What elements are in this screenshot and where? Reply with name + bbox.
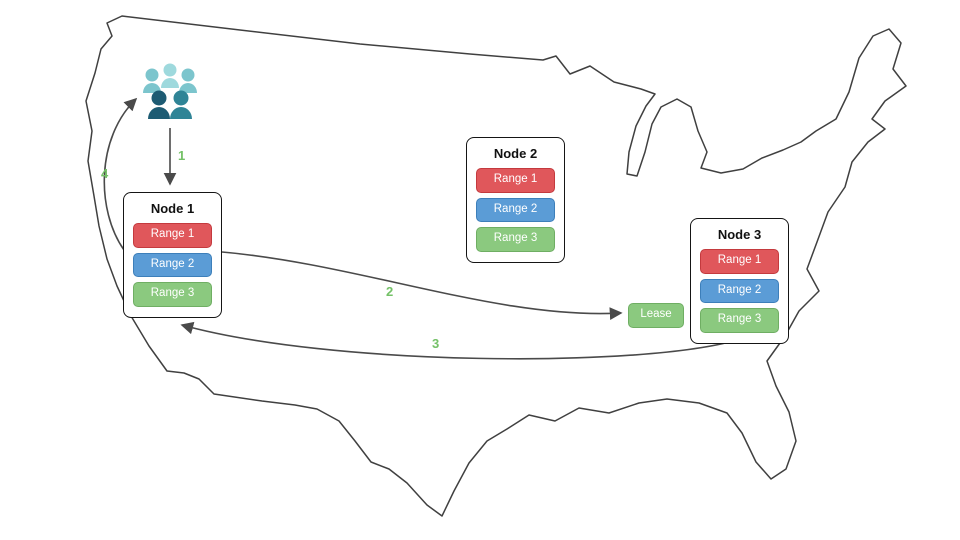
arrow-step-2 [221, 251, 623, 321]
node-title: Node 2 [493, 146, 538, 161]
users-group-icon [143, 63, 197, 119]
step-label-1: 1 [178, 148, 186, 163]
node-card-2: Node 2 Range 1 Range 2 Range 3 [466, 137, 565, 263]
arrow-step-3 [180, 321, 738, 360]
range-1-badge: Range 1 [133, 223, 212, 248]
range-3-badge: Range 3 [700, 308, 779, 333]
range-1-badge: Range 1 [476, 168, 555, 193]
step-label-3: 3 [432, 336, 440, 351]
range-2-badge: Range 2 [476, 197, 555, 222]
range-3-badge: Range 3 [476, 227, 555, 252]
range-2-badge: Range 2 [700, 278, 779, 303]
range-3-badge: Range 3 [133, 282, 212, 307]
node-title: Node 1 [150, 201, 195, 216]
range-1-badge: Range 1 [700, 249, 779, 274]
range-2-badge: Range 2 [133, 252, 212, 277]
arrow-step-4 [103, 97, 138, 251]
node-card-3: Node 3 Range 1 Range 2 Range 3 [690, 218, 789, 344]
lease-badge: Lease [628, 303, 684, 328]
step-label-4: 4 [101, 166, 109, 181]
us-map-outline [85, 15, 907, 517]
node-card-1: Node 1 Range 1 Range 2 Range 3 [123, 192, 222, 318]
step-label-2: 2 [386, 284, 394, 299]
node-title: Node 3 [717, 227, 762, 242]
